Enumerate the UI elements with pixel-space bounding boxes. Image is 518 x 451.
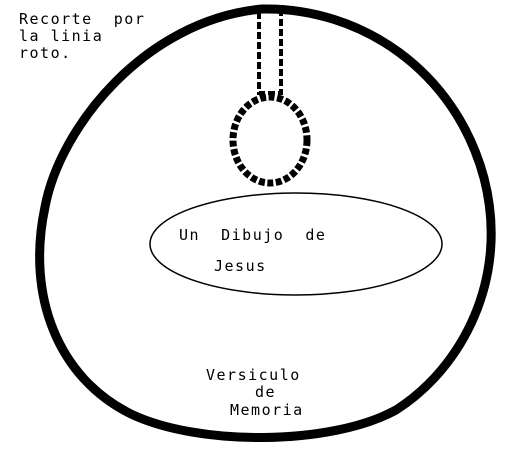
picture-label-line-1: Un Dibujo de xyxy=(179,226,326,244)
cut-note-line-3: roto. xyxy=(19,44,72,62)
cut-note-line-2: la linia xyxy=(19,27,103,45)
picture-frame-oval xyxy=(150,193,442,295)
verse-label-line-3: Memoria xyxy=(230,401,304,419)
hanging-string xyxy=(259,11,281,93)
verse-label-line-1: Versiculo xyxy=(206,366,301,384)
hanging-loop xyxy=(233,97,307,183)
verse-label-line-2: de xyxy=(255,383,276,401)
cut-note-line-1: Recorte por xyxy=(19,10,145,28)
picture-label-line-2: Jesus xyxy=(214,257,267,275)
